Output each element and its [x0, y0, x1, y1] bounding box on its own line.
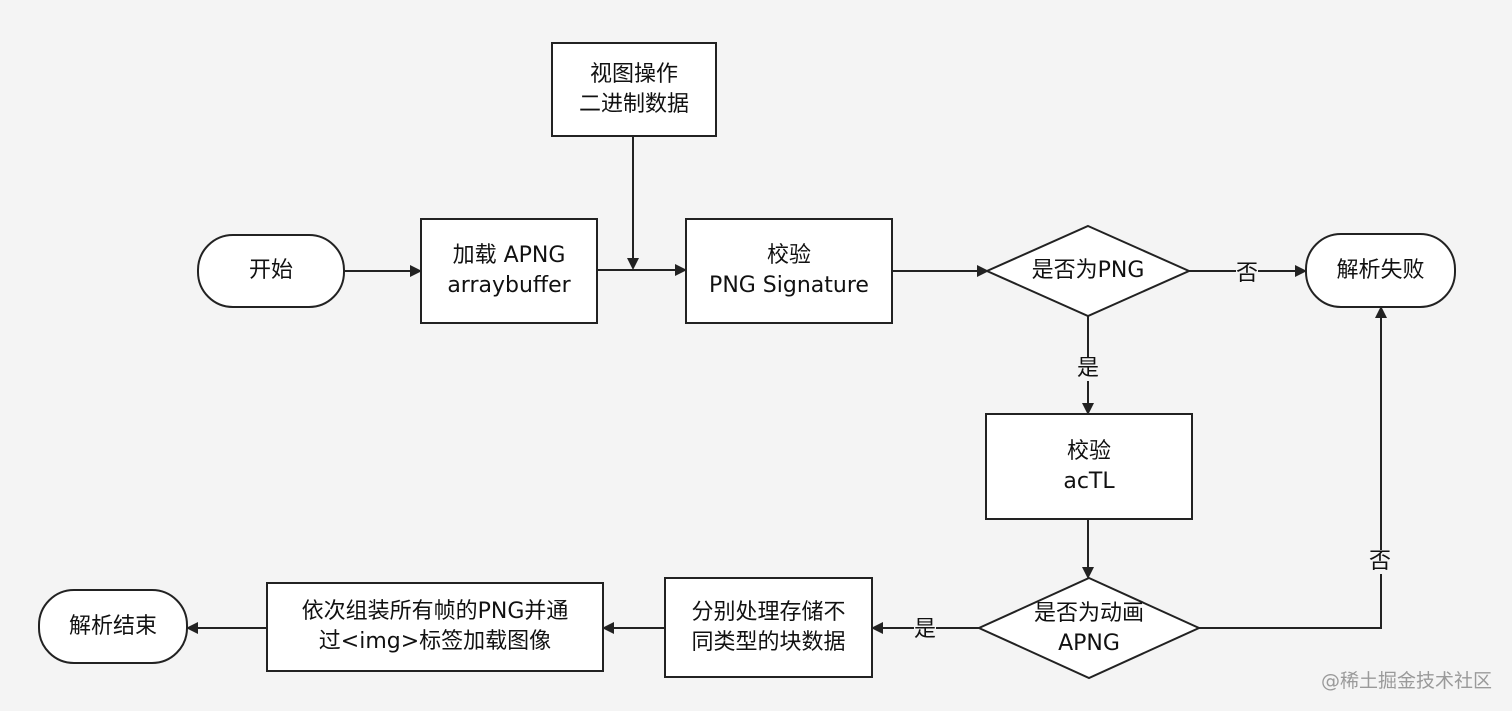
load-apng-node: 加载 APNG arraybuffer [420, 218, 598, 324]
edge-label-apng-yes: 是 [914, 617, 937, 642]
start-label: 开始 [248, 258, 293, 283]
assemble-frames-line1: 依次组装所有帧的PNG并通 [301, 599, 569, 624]
assemble-frames-node: 依次组装所有帧的PNG并通 过<img>标签加载图像 [266, 582, 604, 672]
edge-label-png-no: 否 [1236, 261, 1259, 286]
check-signature-line1: 校验 [766, 243, 811, 268]
decision-is-png-label: 是否为PNG [1012, 254, 1164, 288]
fail-label: 解析失败 [1336, 257, 1425, 283]
is-apng-line1: 是否为动画 [1033, 601, 1144, 626]
process-chunks-line2: 同类型的块数据 [691, 629, 846, 655]
decision-is-apng-label: 是否为动画 APNG [1009, 598, 1169, 660]
decision-is-png-shape [984, 224, 1192, 318]
load-apng-line1: 加载 APNG [452, 243, 566, 268]
fail-node: 解析失败 [1305, 233, 1456, 308]
edge-label-png-yes: 是 [1077, 356, 1100, 381]
decision-is-apng-shape [976, 576, 1202, 680]
view-binary-line2: 二进制数据 [578, 91, 689, 117]
process-chunks-node: 分别处理存储不 同类型的块数据 [664, 577, 873, 678]
start-node: 开始 [197, 234, 345, 308]
view-binary-node: 视图操作 二进制数据 [551, 42, 717, 137]
process-chunks-line1: 分别处理存储不 [691, 599, 846, 625]
edge-is-apng-to-fail [1199, 306, 1387, 629]
is-png-text: 是否为PNG [1031, 258, 1145, 283]
view-binary-line1: 视图操作 [589, 61, 678, 87]
assemble-frames-line2: 过<img>标签加载图像 [318, 629, 552, 654]
end-node: 解析结束 [38, 589, 188, 664]
edge-label-apng-no: 否 [1369, 549, 1392, 574]
check-actl-line1: 校验 [1066, 438, 1111, 464]
is-apng-line2: APNG [1058, 631, 1120, 656]
check-signature-line2: PNG Signature [709, 273, 869, 298]
load-apng-line2: arraybuffer [447, 273, 571, 298]
end-label: 解析结束 [68, 613, 157, 639]
check-actl-node: 校验 acTL [985, 413, 1193, 520]
check-signature-node: 校验 PNG Signature [685, 218, 893, 324]
watermark: @稀土掘金技术社区 [1320, 670, 1492, 692]
check-actl-line2: acTL [1063, 468, 1115, 494]
